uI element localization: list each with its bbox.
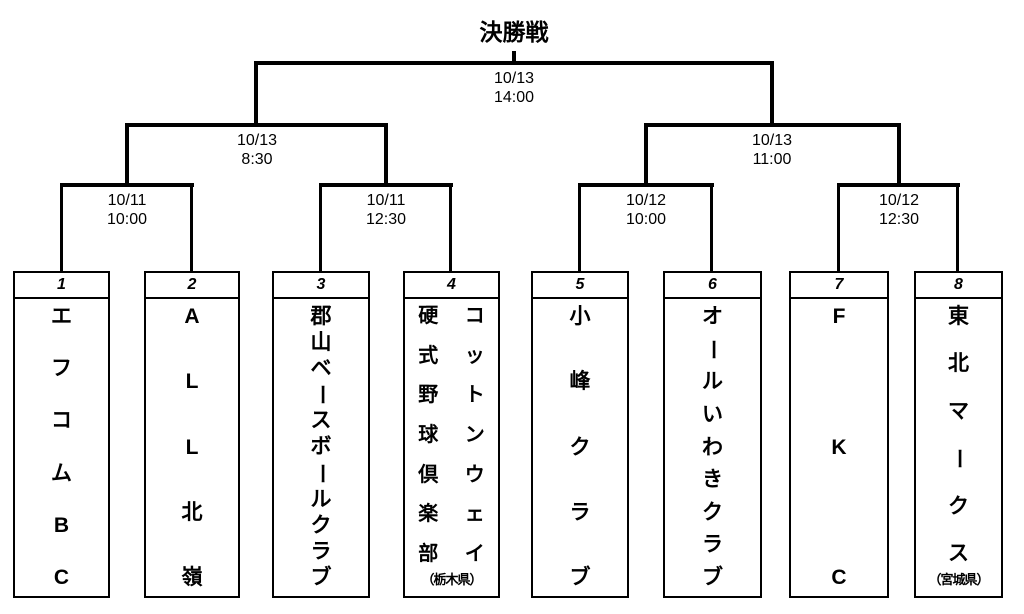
team8-connector-line [956, 183, 959, 273]
team-8-seed: 8 [916, 273, 1001, 299]
team-1-seed: 1 [15, 273, 108, 299]
team-4-name-column-right: コットンウェイ [464, 305, 485, 565]
semifinal-left-schedule: 10/13 8:30 [237, 131, 277, 169]
team2-connector-line [190, 183, 193, 273]
team-4-name-column-left: 硬式野球倶楽部 [418, 305, 439, 565]
quarterfinal4-up-line [897, 123, 901, 187]
bracket-title: 決勝戦 [479, 19, 549, 45]
quarterfinal2-line [319, 183, 453, 187]
team-5-seed: 5 [533, 273, 627, 299]
team5-connector-line [578, 183, 581, 273]
quarterfinal4-schedule: 10/12 12:30 [879, 191, 919, 229]
quarterfinal3-line [578, 183, 714, 187]
quarterfinal4-time: 12:30 [878, 211, 920, 228]
quarterfinal3-date: 10/12 [625, 192, 667, 209]
quarterfinal4-line [837, 183, 960, 187]
team-8-name: 東北マークス [947, 305, 970, 565]
semifinal-right-up-line [770, 61, 774, 127]
team-box-4: 4 コットンウェイ 硬式野球倶楽部 （栃木県） [403, 271, 500, 598]
team1-connector-line [60, 183, 63, 273]
semifinal-left-line [125, 123, 388, 127]
quarterfinal1-date: 10/11 [107, 192, 147, 209]
quarterfinal3-time: 10:00 [625, 211, 667, 228]
team-8-prefecture-note: （宮城県） [928, 572, 989, 587]
team-4-prefecture-note: （栃木県） [421, 572, 482, 587]
semifinal-right-date: 10/13 [751, 132, 793, 149]
team-box-6: 6 オールいわきクラブ [663, 271, 762, 598]
quarterfinal2-date: 10/11 [366, 192, 406, 209]
quarterfinal1-line [60, 183, 194, 187]
semifinal-left-up-line [254, 61, 258, 127]
team-2-seed: 2 [146, 273, 238, 299]
team-6-name: オールいわきクラブ [701, 305, 724, 589]
final-date: 10/13 [493, 70, 535, 87]
champion-stub-line [512, 51, 516, 62]
semifinal-left-time: 8:30 [241, 151, 273, 168]
quarterfinal3-schedule: 10/12 10:00 [626, 191, 666, 229]
quarterfinal2-schedule: 10/11 12:30 [366, 191, 406, 229]
semifinal-right-line [644, 123, 901, 127]
quarterfinal1-up-line [125, 123, 129, 187]
quarterfinal2-up-line [384, 123, 388, 187]
final-schedule: 10/13 14:00 [494, 69, 534, 107]
team7-connector-line [837, 183, 840, 273]
quarterfinal3-up-line [644, 123, 648, 187]
quarterfinal1-time: 10:00 [106, 211, 148, 228]
quarterfinal2-time: 12:30 [365, 211, 407, 228]
quarterfinal4-date: 10/12 [878, 192, 920, 209]
team-3-name: 郡山ベースボールクラブ [309, 305, 333, 589]
team-box-5: 5 小峰クラブ [531, 271, 629, 598]
team-5-name: 小峰クラブ [569, 305, 591, 589]
final-time: 14:00 [493, 89, 535, 106]
team-box-8: 8 東北マークス （宮城県） [914, 271, 1003, 598]
semifinal-left-date: 10/13 [236, 132, 278, 149]
team3-connector-line [319, 183, 322, 273]
team-box-3: 3 郡山ベースボールクラブ [272, 271, 370, 598]
team4-connector-line [449, 183, 452, 273]
quarterfinal1-schedule: 10/11 10:00 [107, 191, 147, 229]
semifinal-right-schedule: 10/13 11:00 [752, 131, 792, 169]
team-7-seed: 7 [791, 273, 887, 299]
team-4-seed: 4 [405, 273, 498, 299]
semifinal-right-time: 11:00 [752, 151, 792, 168]
final-line [254, 61, 774, 65]
team6-connector-line [710, 183, 713, 273]
team-3-seed: 3 [274, 273, 368, 299]
team-6-seed: 6 [665, 273, 760, 299]
